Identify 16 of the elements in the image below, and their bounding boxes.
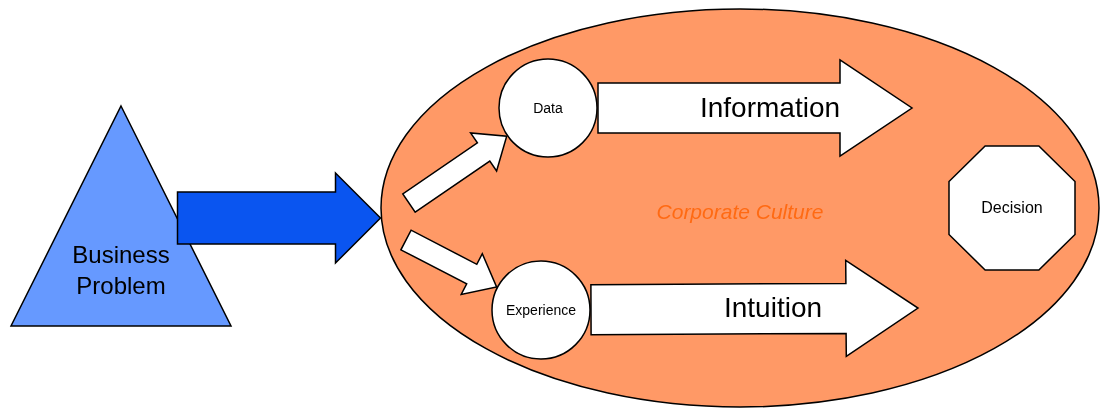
block-arrow — [590, 259, 920, 358]
triangle-shape — [10, 105, 232, 327]
edge-label: Information — [699, 91, 841, 125]
block-arrow — [176, 171, 382, 265]
block-arrow — [401, 132, 508, 214]
region-label: Corporate Culture — [656, 200, 824, 223]
node-label: Data — [533, 98, 563, 118]
circle-node — [498, 58, 598, 158]
octagon-node — [948, 145, 1076, 271]
block-arrow — [597, 58, 914, 158]
node-label: Decision — [981, 198, 1043, 218]
block-arrow — [399, 229, 498, 296]
node-label: Experience — [505, 300, 576, 320]
edge-label: Intuition — [723, 291, 823, 325]
circle-node — [491, 260, 591, 360]
node-label: Business Problem — [71, 240, 171, 301]
